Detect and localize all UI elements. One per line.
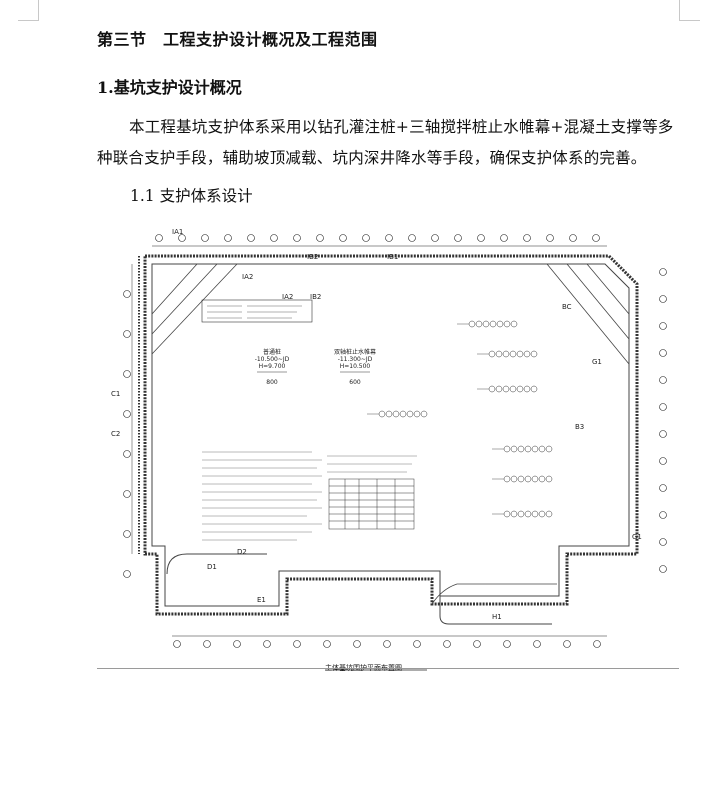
page-corner-mark-left-h [18,20,39,21]
top-grid-bubbles [155,234,600,242]
legend-right-dia: 600 [349,379,361,386]
notes-block [202,451,417,541]
subsection-title: 1.基坑支护设计概况 [97,78,242,97]
subsubsection-title: 1.1 支护体系设计 [130,187,253,205]
legend-right-h: H=10.500 [340,363,371,370]
label-ib2: IB2 [307,253,318,261]
label-e1: E1 [257,596,266,604]
pile-table [328,478,415,530]
legend-left-elev: -10.500~JD [255,356,290,363]
page-corner-mark-left [38,0,39,20]
section-title: 第三节 工程支护设计概况及工程范围 [97,30,378,49]
left-grid-bubbles [123,290,131,578]
legend-right-elev: -11.300~JD [338,356,373,363]
label-b3: B3 [575,423,584,431]
label-ib1: IB1 [387,253,398,261]
label-g2: G1 [632,533,642,541]
page-corner-mark-right-h [679,20,700,21]
legend-right-title: 双轴桩止水帷幕 [334,348,376,356]
page-corner-mark-right [679,0,680,20]
label-c2: C2 [111,430,120,438]
bottom-grid-bubbles [173,640,601,648]
label-ia2b: IA2 [282,293,293,301]
legend-left-title: 普通桩 [263,348,281,356]
footer-line [97,668,679,669]
label-ib2b: IB2 [310,293,321,301]
label-ia1: IA1 [172,228,183,236]
label-g1: G1 [592,358,602,366]
body-paragraph: 本工程基坑支护体系采用以钻孔灌注桩+三轴搅拌桩止水帷幕+混凝土支撑等多种联合支护… [97,118,674,167]
label-c1: C1 [111,390,120,398]
label-d1: D1 [207,563,217,571]
label-ia2: IA2 [242,273,253,281]
engineering-drawing: 普通桩 -10.500~JD H=9.700 800 双轴桩止水帷幕 -11.3… [97,224,679,682]
label-d2: D2 [237,548,247,556]
label-bc: BC [562,303,572,311]
label-h1: H1 [492,613,502,621]
legend-left-h: H=9.700 [259,363,286,370]
legend-left-dia: 800 [266,379,278,386]
right-grid-bubbles [659,268,667,573]
